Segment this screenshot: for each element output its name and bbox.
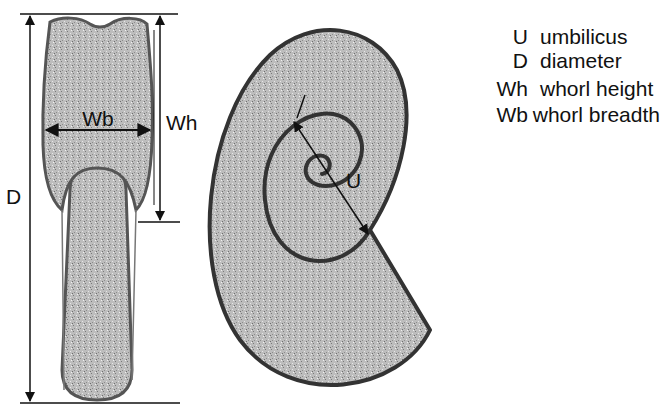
outer-whorl-section [43,18,153,210]
key-text: whorl height [540,78,653,99]
extension-line [138,221,180,223]
leader-line [154,30,155,205]
key-text: D [513,50,528,71]
dimension-arrow [46,129,150,131]
dimension-arrow [294,122,368,234]
dimension-label: Wb [82,108,114,129]
key-text: U [513,26,528,47]
dimension-arrow [159,16,161,220]
dimension-label: Wh [166,112,198,133]
shell-lateral-view [210,30,430,385]
leader-line [297,95,305,118]
dimension-label: D [6,186,21,207]
dimension-arrow [29,16,31,401]
whorl-flank-line [62,210,136,390]
inner-whorl-section [62,165,132,400]
key-text: umbilicus [540,26,628,47]
key-text: Wb [497,104,529,125]
extension-line [20,13,178,15]
whorl-suture [264,114,370,261]
key-text: diameter [540,50,622,71]
extension-line [20,402,180,404]
dimension-label: U [346,170,361,191]
key-text: whorl breadth [533,104,660,125]
key-text: Wh [497,78,529,99]
